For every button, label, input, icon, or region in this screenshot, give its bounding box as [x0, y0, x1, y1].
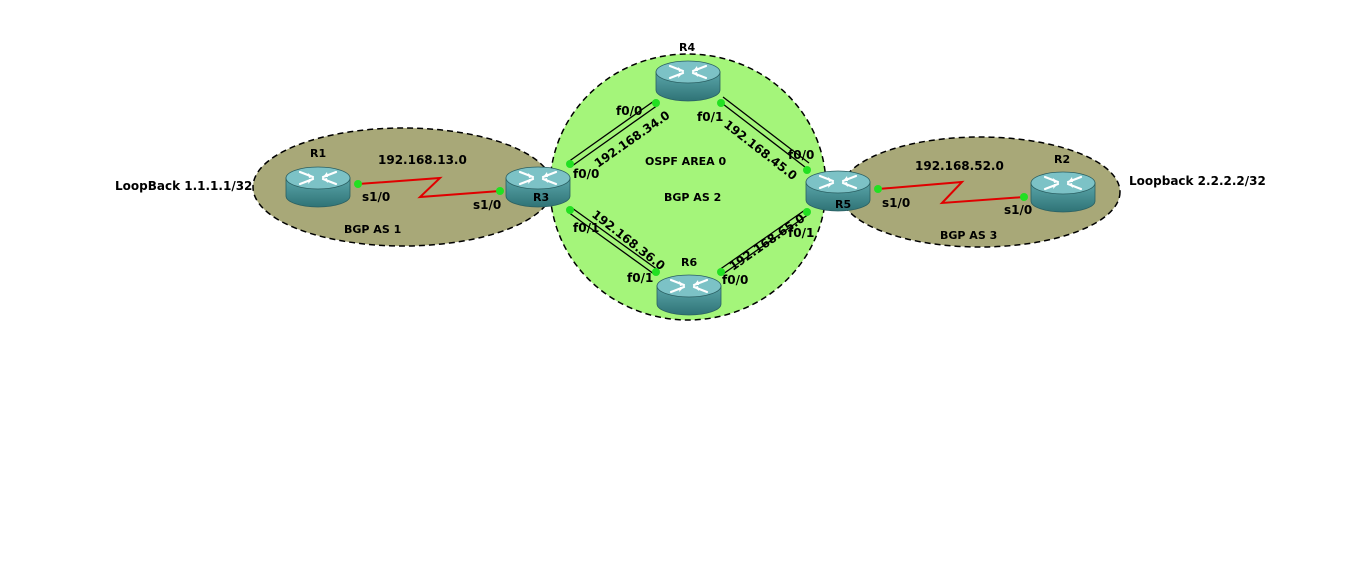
iface-r4-f00: f0/0 [616, 104, 642, 118]
iface-r5-s10: s1/0 [882, 196, 910, 210]
port-dots [354, 99, 1028, 276]
router-icon [655, 273, 723, 317]
iface-r2-s10: s1/0 [1004, 203, 1032, 217]
router-r1[interactable] [284, 165, 352, 209]
router-icon [654, 59, 722, 103]
router-icon [284, 165, 352, 209]
router-icon [1029, 170, 1097, 214]
router-name-r1: R1 [310, 147, 326, 160]
router-name-r3: R3 [533, 191, 549, 204]
iface-r3-f00: f0/0 [573, 167, 599, 181]
router-r6[interactable] [655, 273, 723, 317]
iface-r5-f01: f0/1 [788, 226, 814, 240]
ospf-area-label: OSPF AREA 0 [645, 155, 727, 168]
router-name-r5: R5 [835, 198, 851, 211]
iface-r4-f01: f0/1 [697, 110, 723, 124]
link-r5-r2[interactable] [877, 180, 1025, 205]
router-r2[interactable] [1029, 170, 1097, 214]
loopback-r1: LoopBack 1.1.1.1/32 [115, 179, 252, 193]
bgp-as2-label: BGP AS 2 [664, 191, 721, 204]
iface-r3-s10: s1/0 [473, 198, 501, 212]
router-name-r6: R6 [681, 256, 697, 269]
bgp-as3-label: BGP AS 3 [940, 229, 997, 242]
bgp-as1-label: BGP AS 1 [344, 223, 401, 236]
network-r1-r3: 192.168.13.0 [378, 153, 467, 167]
router-name-r4: R4 [679, 41, 695, 54]
iface-r6-f00: f0/0 [722, 273, 748, 287]
router-name-r2: R2 [1054, 153, 1070, 166]
iface-r3-f01: f0/1 [573, 221, 599, 235]
router-r4[interactable] [654, 59, 722, 103]
iface-r1-s10: s1/0 [362, 190, 390, 204]
network-r5-r2: 192.168.52.0 [915, 159, 1004, 173]
link-r3-r4[interactable] [567, 100, 659, 167]
link-r1-r3[interactable] [357, 176, 501, 199]
loopback-r2: Loopback 2.2.2.2/32 [1129, 174, 1266, 188]
link-r3-r6[interactable] [567, 207, 659, 275]
link-r6-r5[interactable] [718, 209, 810, 275]
iface-r5-f00: f0/0 [788, 148, 814, 162]
link-r4-r5[interactable] [718, 96, 810, 168]
iface-r6-f01: f0/1 [627, 271, 653, 285]
